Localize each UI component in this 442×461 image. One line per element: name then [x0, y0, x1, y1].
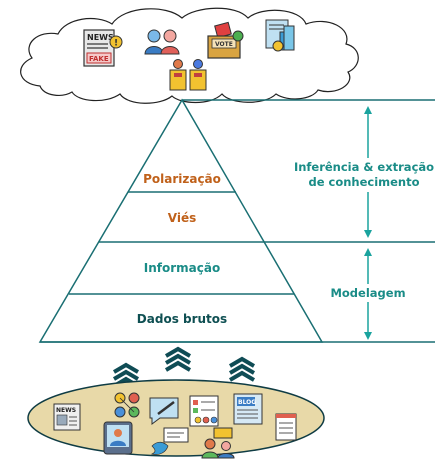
newspaper-icon: NEWS — [53, 403, 81, 431]
chevron-up-icon — [164, 346, 192, 372]
document-chart-icon — [265, 19, 295, 52]
modeling-label: Modelagem — [330, 286, 405, 300]
arrow-down-head-icon — [364, 332, 372, 340]
inference-label-line1: Inferência & extração — [294, 160, 434, 174]
arrow-up-head-icon — [364, 106, 372, 114]
blog-page-icon: BLOG — [233, 393, 263, 425]
notepad-icon — [275, 413, 297, 441]
survey-form-icon — [189, 395, 219, 427]
svg-text:VOTE: VOTE — [215, 41, 233, 48]
side-annotations: Inferência & extração de conhecimento Mo… — [286, 106, 442, 340]
chevrons — [112, 346, 256, 388]
chevron-up-icon — [228, 356, 256, 382]
level-polarizacao: Polarização — [143, 172, 221, 186]
fake-news-newspaper-icon: NEWS FAKE ! — [83, 29, 123, 67]
svg-text:!: ! — [114, 39, 118, 49]
arrow-up-head-icon — [364, 248, 372, 256]
arrow-down-head-icon — [364, 230, 372, 238]
pyramid: Polarização Viés Informação Dados brutos — [38, 98, 435, 343]
svg-text:BLOG: BLOG — [238, 399, 256, 406]
svg-text:FAKE: FAKE — [89, 55, 109, 63]
level-vies: Viés — [168, 211, 196, 225]
inference-label-line2: de conhecimento — [308, 175, 419, 189]
svg-text:NEWS: NEWS — [56, 407, 76, 414]
video-call-tablet-icon — [103, 421, 133, 455]
chat-bubble-pen-icon — [149, 397, 179, 425]
level-dados-brutos: Dados brutos — [137, 312, 227, 326]
level-informacao: Informação — [144, 261, 220, 275]
social-network-icon — [114, 392, 140, 418]
data-sources-ellipse: NEWS BL — [27, 379, 325, 459]
discussion-people-icon — [201, 427, 235, 459]
people-pair-icon — [144, 29, 180, 55]
cloud-outline — [20, 7, 359, 104]
cloud: NEWS FAKE ! VOTE — [20, 7, 359, 104]
twitter-bird-message-icon — [150, 427, 189, 455]
vote-ballot-box-icon: VOTE — [207, 21, 244, 59]
svg-text:NEWS: NEWS — [87, 33, 114, 42]
debate-podium-icon — [169, 59, 207, 91]
